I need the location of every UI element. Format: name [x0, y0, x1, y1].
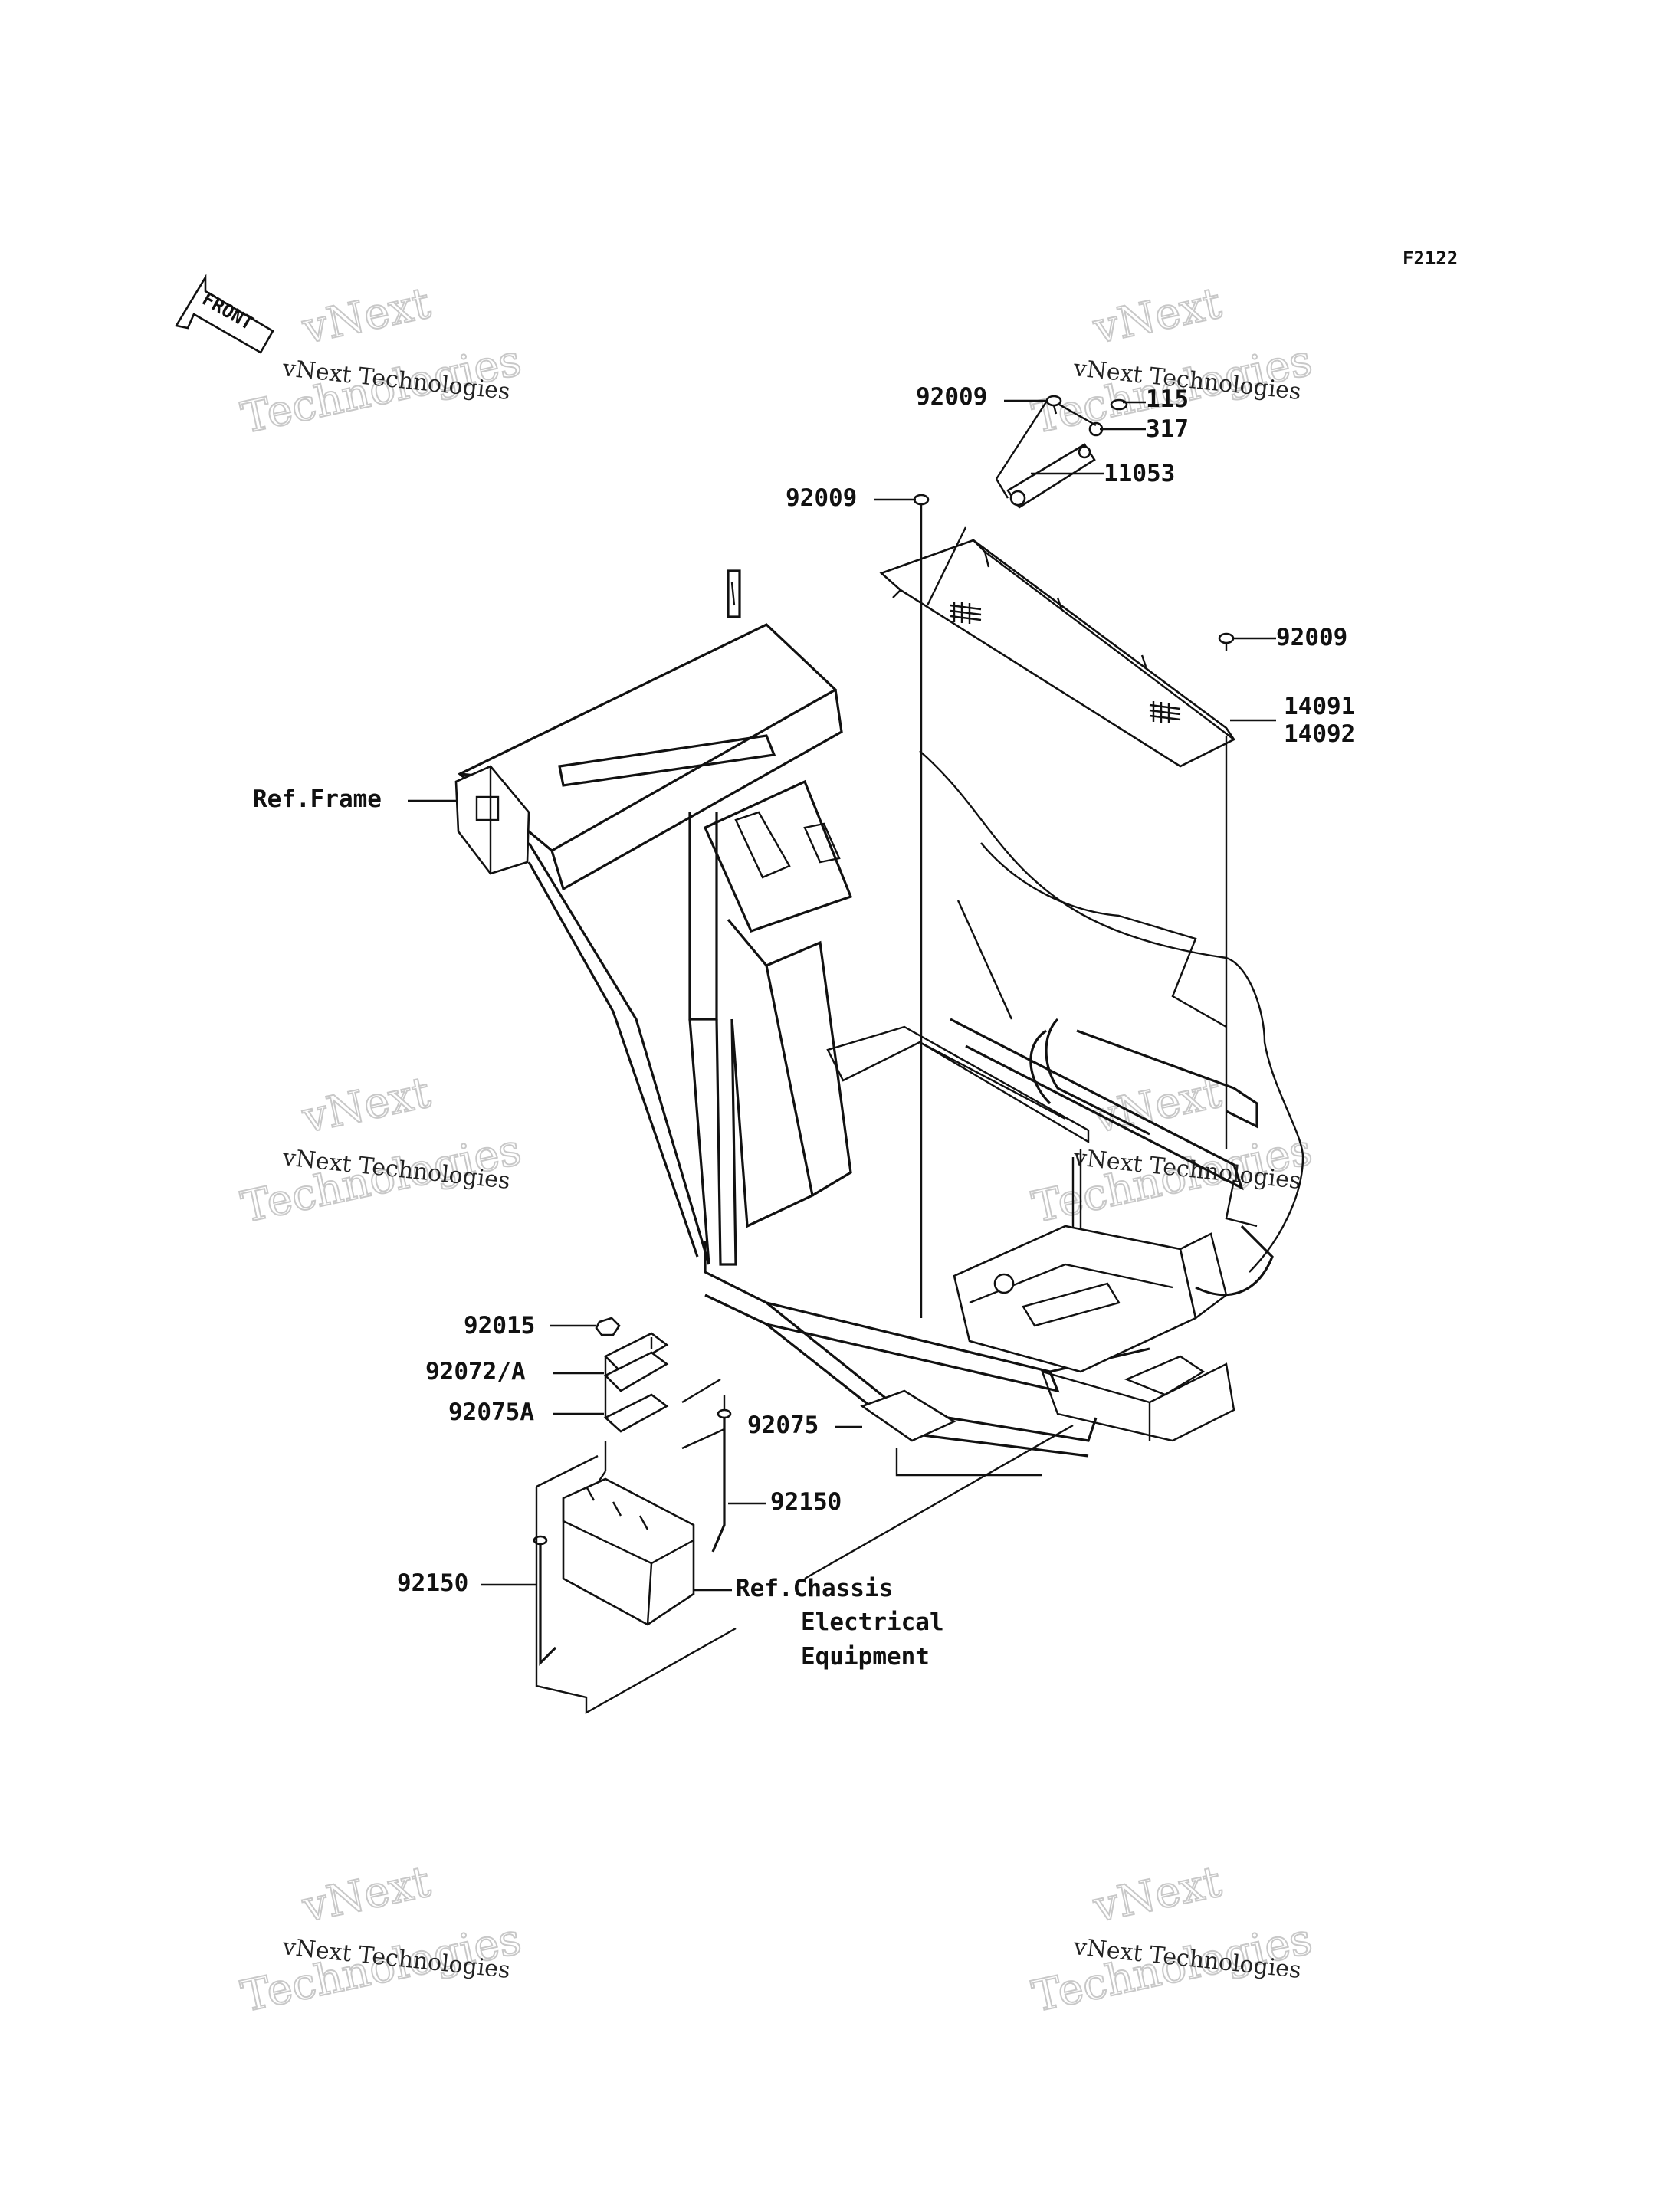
watermark-mid-left: vNext Technologies vNext Technologies	[236, 1067, 526, 1234]
rod-92150-left-icon	[539, 1540, 557, 1666]
label-14091: 14091	[1284, 693, 1355, 720]
bolt-92009-icon-3	[1218, 632, 1235, 1149]
label-317: 317	[1146, 415, 1189, 443]
svg-text:vNext: vNext	[297, 1857, 435, 1933]
watermark-mid-right: vNext Technologies vNext Technologies	[1027, 1067, 1317, 1234]
watermark-bottom-right: vNext Technologies vNext Technologies	[1027, 1856, 1317, 2023]
battery-hardware	[533, 1317, 1074, 1715]
label-92072a: 92072/A	[425, 1358, 526, 1385]
label-92009-mid: 92009	[786, 484, 857, 512]
label-92150-right: 92150	[770, 1488, 842, 1516]
label-92015: 92015	[464, 1312, 535, 1340]
svg-text:vNext: vNext	[1088, 278, 1226, 354]
bolt-92009-icon-2	[913, 494, 930, 1318]
watermark-bottom-left: vNext Technologies vNext Technologies	[236, 1856, 526, 2023]
label-ref-chassis-line3: Equipment	[801, 1643, 930, 1671]
latch-assembly	[926, 397, 1128, 606]
label-ref-chassis-line1: Ref.Chassis	[736, 1575, 893, 1602]
vent-grid-icon	[950, 602, 1181, 723]
nut-92015-icon	[595, 1317, 621, 1336]
label-92150-left: 92150	[397, 1569, 468, 1597]
seat-cover-panel	[879, 539, 1235, 768]
frame-assembly	[454, 569, 1304, 1458]
label-ref-frame: Ref.Frame	[253, 785, 382, 813]
label-14092: 14092	[1284, 720, 1355, 748]
label-92009-top: 92009	[916, 383, 987, 411]
label-11053: 11053	[1104, 460, 1175, 487]
leader-lines	[408, 399, 1276, 1592]
front-arrow-icon: FRONT	[174, 274, 274, 354]
watermark-top-left: vNext Technologies vNext Technologies	[236, 277, 526, 444]
svg-text:vNext: vNext	[297, 1067, 435, 1143]
rod-92150-right-icon	[711, 1410, 726, 1553]
svg-text:vNext: vNext	[1088, 1857, 1226, 1933]
pad-92075-icon	[860, 1389, 956, 1442]
pad-92075a-icon	[603, 1393, 669, 1433]
label-92075: 92075	[747, 1412, 819, 1439]
label-92075a: 92075A	[448, 1399, 534, 1426]
label-115: 115	[1146, 385, 1189, 413]
label-ref-chassis-line2: Electrical	[801, 1608, 944, 1636]
figure-code: F2122	[1403, 248, 1458, 269]
label-92009-right: 92009	[1276, 624, 1347, 651]
svg-text:vNext: vNext	[297, 278, 435, 354]
